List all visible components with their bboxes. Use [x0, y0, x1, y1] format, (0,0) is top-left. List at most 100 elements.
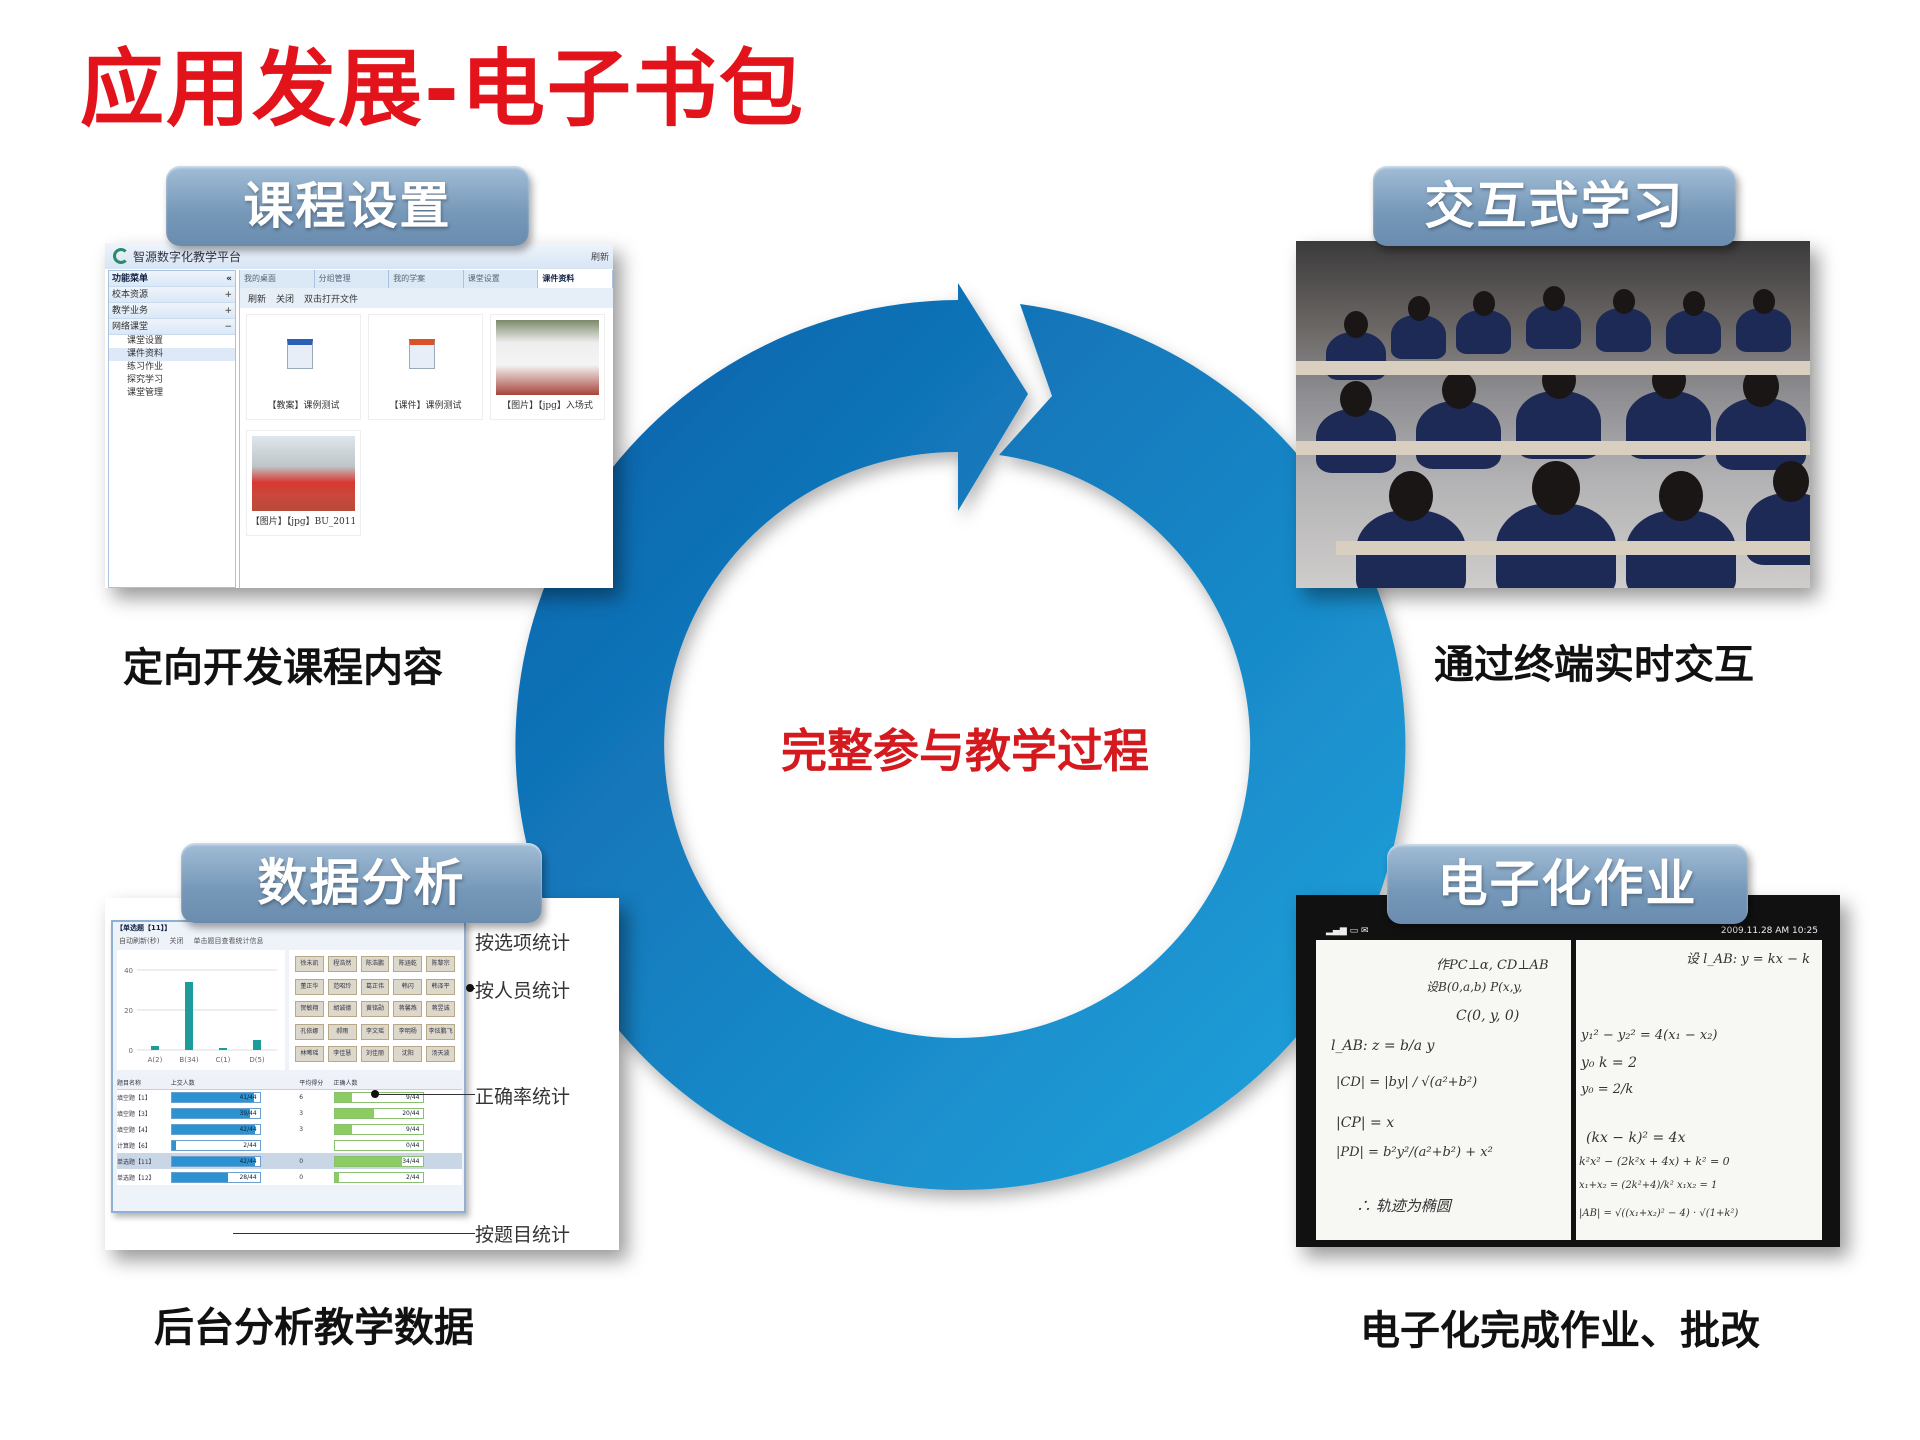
correct-bar: 9/44 [333, 1123, 424, 1135]
interactive-label: 交互式学习 [1373, 166, 1736, 246]
toolbar-refresh[interactable]: 刷新 [248, 294, 267, 305]
student-button[interactable]: 蒋昱诚 [426, 1001, 455, 1018]
student-button[interactable]: 陈浩鹏 [360, 956, 390, 972]
sidebar-item[interactable]: 网络课堂− [109, 319, 235, 335]
student-button[interactable]: 贺敏翔 [295, 1001, 324, 1018]
student-button[interactable]: 汤天波 [426, 1046, 455, 1063]
ring-arc [515, 283, 1406, 1190]
desk [1296, 361, 1810, 375]
student-button[interactable]: 范昭玲 [327, 978, 357, 995]
student-button[interactable]: 葛正伟 [360, 978, 390, 995]
handwriting-line: (kx − k)² = 4x [1586, 1130, 1686, 1146]
student-button[interactable]: 李文瑶 [360, 1023, 390, 1040]
x-tick-label: C(1) [216, 1056, 231, 1064]
tab[interactable]: 课件资料 [538, 270, 613, 288]
student-button[interactable]: 刘佳丽 [360, 1046, 390, 1063]
tab[interactable]: 课堂设置 [464, 270, 539, 288]
tree-item[interactable]: 课件资料 [109, 348, 235, 361]
table-row[interactable]: 单选题【12】 28/44 0 2/44 [117, 1169, 462, 1185]
table-row[interactable]: 填空题【4】 42/44 3 9/44 [117, 1121, 462, 1137]
course-caption: 定向开发课程内容 [123, 645, 443, 691]
handwriting-line: ∴ 轨迹为椭圆 [1356, 1197, 1451, 1215]
student-button[interactable]: 蒋馨燕 [393, 1001, 423, 1018]
word-file-icon [287, 339, 313, 369]
student-button[interactable]: 沈阳 [393, 1046, 423, 1063]
student-head [1407, 296, 1430, 321]
student-button[interactable]: 李佳慧 [327, 1046, 357, 1063]
student-button[interactable]: 韩闪 [393, 978, 423, 995]
bar [253, 1040, 261, 1050]
sidebar-item[interactable]: 教学业务+ [109, 303, 235, 319]
tree-item[interactable]: 课堂管理 [127, 388, 164, 398]
table-row[interactable]: 计算题【6】 2/44 0/44 [117, 1137, 462, 1153]
student-button[interactable]: 徐未凯 [295, 956, 324, 972]
callout-line [233, 1233, 475, 1234]
tablet-homework-photo: ▂▄▆ ▭ ✉ 2009.11.28 AM 10:25 作PC⊥α, CD⊥AB… [1296, 895, 1840, 1247]
handwriting-line: C(0, y, 0) [1456, 1008, 1520, 1024]
question-name: 填空题【3】 [117, 1110, 151, 1118]
student-button[interactable]: 陈涵乾 [393, 956, 423, 972]
course-label: 课程设置 [166, 166, 529, 246]
submitted-bar: 2/44 [170, 1139, 261, 1151]
table-row[interactable]: 填空题【1】 41/44 6 9/44 [117, 1089, 462, 1105]
table-row[interactable]: 填空题【3】 39/44 3 20/44 [117, 1105, 462, 1121]
y-tick-label: 0 [129, 1047, 133, 1055]
interactive-caption: 通过终端实时交互 [1434, 642, 1754, 688]
table-row[interactable]: 单选题【11】 42/44 0 34/44 [117, 1153, 462, 1169]
handwriting-line: |CD| = |by| / √(a²+b²) [1336, 1075, 1478, 1090]
tree-item[interactable]: 课堂设置 [127, 336, 164, 346]
student-figure [1666, 310, 1721, 355]
correct-bar: 2/44 [333, 1171, 424, 1183]
tree-item[interactable]: 探究学习 [127, 375, 164, 385]
student-head [1472, 291, 1495, 316]
main-panel: 我的桌面 分组管理 我的学案 课堂设置 课件资料 刷新 关闭 双击打开文件 【教… [239, 270, 613, 588]
center-text: 完整参与教学过程 [781, 724, 1149, 778]
student-button[interactable]: 李炫鹏飞 [426, 1023, 455, 1040]
student-figure [1456, 310, 1511, 355]
column-header: 正确人数 [333, 1076, 462, 1090]
file-card[interactable]: 【图片】【jpg】BU_2011 [246, 430, 361, 536]
refresh-button[interactable]: 刷新 [590, 252, 609, 263]
collapse-icon[interactable]: « [226, 274, 232, 284]
sidebar-item[interactable]: 校本资源+ [109, 287, 235, 303]
student-button[interactable]: 李明杨 [393, 1023, 423, 1040]
student-button[interactable]: 韩泽平 [426, 978, 455, 995]
student-button[interactable]: 董正华 [295, 978, 324, 995]
student-figure [1391, 315, 1446, 360]
bar [219, 1048, 227, 1050]
callout-dot [371, 1090, 379, 1098]
handwriting-line: 设 l_AB: y = kx − k [1686, 952, 1810, 967]
handwriting-line: |PD| = b²y²/(a²+b²) + x² [1336, 1145, 1493, 1160]
bar [151, 1046, 159, 1050]
student-head [1389, 471, 1433, 521]
file-card[interactable]: 【图片】【jpg】入场式 [490, 314, 605, 420]
tab[interactable]: 我的桌面 [240, 270, 315, 288]
close-button[interactable]: 关闭 [169, 937, 184, 945]
auto-refresh-button[interactable]: 自动刷新(秒) [119, 937, 160, 945]
student-head [1612, 289, 1635, 314]
student-button[interactable]: 陈黎宗 [426, 956, 455, 972]
callout-option: 按选项统计 [475, 928, 571, 955]
tree-item[interactable]: 练习作业 [127, 362, 164, 372]
student-button[interactable]: 孔依娜 [295, 1023, 324, 1040]
student-button[interactable]: 程浩然 [327, 956, 357, 972]
file-card[interactable]: 【课件】课例测试 [368, 314, 483, 420]
image-thumbnail [252, 436, 355, 511]
toolbar-close[interactable]: 关闭 [276, 294, 295, 305]
tab[interactable]: 分组管理 [315, 270, 390, 288]
avg-score [299, 1137, 333, 1153]
file-card[interactable]: 【教案】课例测试 [246, 314, 361, 420]
callout-dot [466, 984, 474, 992]
student-head [1773, 461, 1809, 502]
student-button[interactable]: 林晞瑶 [295, 1046, 324, 1063]
toolbar-hint: 双击打开文件 [304, 294, 359, 305]
student-button[interactable]: 胡诚德 [327, 1001, 357, 1018]
toolbar-hint: 单击题目查看统计信息 [193, 937, 264, 945]
student-button[interactable]: 黄铭勋 [360, 1001, 390, 1018]
correct-bar: 34/44 [333, 1155, 424, 1167]
submitted-bar: 41/44 [170, 1091, 261, 1103]
desk [1336, 541, 1810, 555]
student-button[interactable]: 郝雨 [327, 1023, 357, 1040]
tab[interactable]: 我的学案 [389, 270, 464, 288]
